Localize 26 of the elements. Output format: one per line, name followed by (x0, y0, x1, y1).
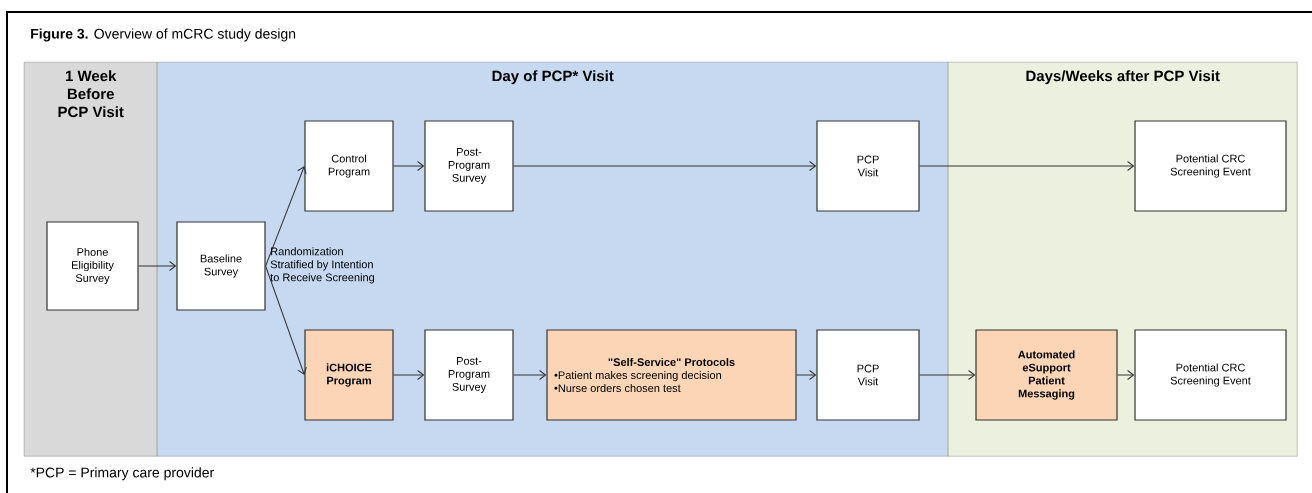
arrow (1117, 370, 1135, 380)
arrow (265, 265, 307, 375)
arrow (265, 166, 307, 267)
process-box: Post-Program Survey (424, 120, 514, 212)
arrow (393, 370, 425, 380)
process-box: Phone Eligibility Survey (46, 221, 139, 311)
process-box: Control Program (304, 120, 394, 212)
arrow (796, 370, 817, 380)
process-box: Potential CRC Screening Event (1134, 329, 1287, 421)
arrow (513, 370, 547, 380)
arrow (919, 370, 976, 380)
process-box: Potential CRC Screening Event (1134, 120, 1287, 212)
intervention-box: iCHOICE Program (304, 329, 394, 421)
arrow (919, 161, 1135, 171)
process-box: Baseline Survey (176, 221, 266, 311)
protocol-box: "Self-Service" Protocols •Patient makes screening decision •Nurse orders chosen test (546, 329, 797, 421)
arrow (513, 161, 817, 171)
intervention-box: Automated eSupport Patient Messaging (975, 329, 1118, 421)
process-box: PCP Visit (816, 329, 920, 421)
footnote: *PCP = Primary care provider (30, 467, 214, 481)
randomization-note: Randomization Stratified by Intention to Receive Screening (270, 247, 375, 284)
process-box: Post-Program Survey (424, 329, 514, 421)
figure-title: Figure 3. Overview of mCRC study design (31, 28, 296, 42)
arrow (138, 261, 177, 271)
arrow (393, 161, 425, 171)
process-box: PCP Visit (816, 120, 920, 212)
